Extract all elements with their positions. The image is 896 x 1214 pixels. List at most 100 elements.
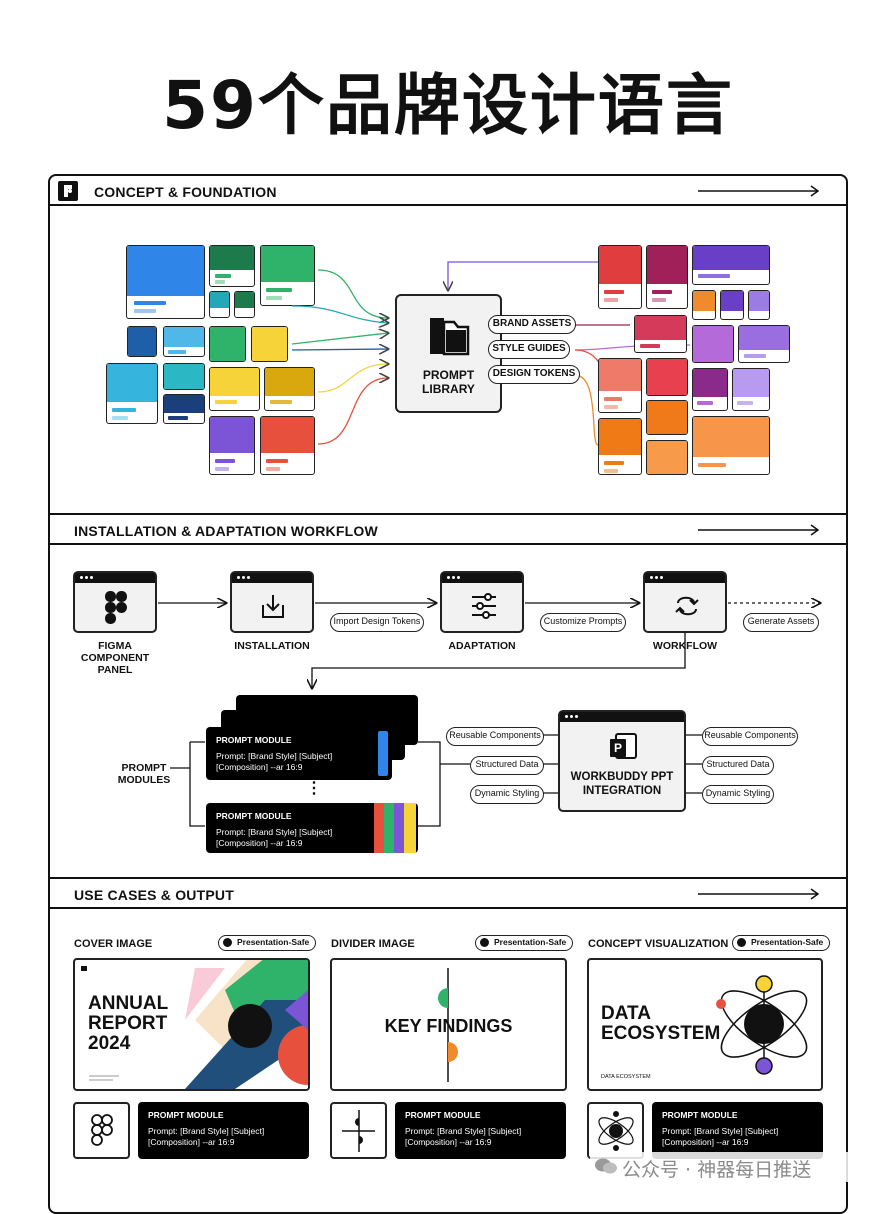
folder-icon [430, 318, 470, 356]
color-strip [378, 731, 388, 776]
integration-label: WORKBUDDY PPT INTEGRATION [570, 771, 674, 797]
module-title: PROMPT MODULE [148, 1110, 224, 1120]
section-header-concept: CONCEPT & FOUNDATION [50, 176, 846, 206]
module-body: Prompt: [Brand Style] [Subject] [Composi… [216, 827, 333, 848]
watermark: 公众号 · 神器每日推送 [590, 1152, 880, 1182]
section-header-workflow: INSTALLATION & ADAPTATION WORKFLOW [50, 515, 846, 545]
swatch-tile [720, 290, 744, 320]
usecase-label-divider: DIVIDER IMAGE [331, 938, 415, 950]
swatch-tile [732, 368, 770, 411]
cover-art [81, 960, 308, 1089]
swatch-tile [163, 326, 205, 357]
swatch-tile [163, 394, 205, 424]
swatch-tile [127, 326, 157, 357]
output-module-2: PROMPT MODULE Prompt: [Brand Style] [Sub… [395, 1102, 566, 1159]
installation-window [230, 571, 314, 633]
tag-style-guides: STYLE GUIDES [488, 340, 570, 359]
step-label-adaptation: ADAPTATION [448, 640, 516, 652]
swatch-tile [692, 290, 716, 320]
module-title: PROMPT MODULE [405, 1110, 481, 1120]
color-strip [384, 803, 394, 853]
swatch-tile [748, 290, 770, 320]
divider [50, 513, 846, 515]
swatch-tile [209, 416, 255, 475]
svg-text:P: P [614, 741, 622, 755]
swatch-tile [260, 245, 315, 306]
usecase-label-concept: CONCEPT VISUALIZATION [588, 938, 729, 950]
left-pill-reusable: Reusable Components [446, 727, 544, 746]
powerpoint-icon: P [610, 733, 637, 759]
color-strip [374, 803, 384, 853]
step-label-figma: FIGMA COMPONENT PANEL [80, 640, 150, 676]
section-title-concept: CONCEPT & FOUNDATION [94, 184, 277, 200]
module-title: PROMPT MODULE [216, 735, 292, 745]
edge-label-generate: Generate Assets [743, 613, 819, 632]
divider-image-card: KEY FINDINGS [330, 958, 567, 1091]
badge-presentation-safe: Presentation-Safe [732, 935, 831, 951]
atom-mini-icon [598, 1111, 634, 1151]
swatch-tile [738, 325, 790, 363]
output-module-1: PROMPT MODULE Prompt: [Brand Style] [Sub… [138, 1102, 309, 1159]
color-strip [404, 803, 416, 853]
atom-art [716, 975, 808, 1075]
sliders-icon [472, 593, 496, 619]
prompt-library-label: PROMPT LIBRARY [422, 368, 475, 396]
divider-art [438, 968, 458, 1082]
wechat-icon [595, 1158, 617, 1174]
module-title: PROMPT MODULE [662, 1110, 738, 1120]
badge-presentation-safe: Presentation-Safe [475, 935, 574, 951]
divider-thumb [330, 1102, 387, 1159]
edge-label-customize: Customize Prompts [540, 613, 626, 632]
output-module-3: PROMPT MODULE Prompt: [Brand Style] [Sub… [652, 1102, 823, 1159]
module-body: Prompt: [Brand Style] [Subject] [Composi… [216, 751, 333, 772]
swatch-tile [209, 245, 255, 287]
atom-thumb [587, 1102, 644, 1159]
arrow-right-icon [698, 524, 820, 536]
left-pill-dynamic: Dynamic Styling [470, 785, 544, 804]
figma-panel-window [73, 571, 157, 633]
module-card-front: PROMPT MODULE Prompt: [Brand Style] [Sub… [206, 727, 392, 780]
right-pill-dynamic: Dynamic Styling [702, 785, 774, 804]
step-label-installation: INSTALLATION [234, 640, 310, 652]
swatch-tile [598, 245, 642, 309]
left-pill-structured: Structured Data [470, 756, 544, 775]
badge-presentation-safe: Presentation-Safe [218, 935, 317, 951]
divider-mini-icon [342, 1110, 375, 1152]
swatch-tile [692, 245, 770, 285]
arrow-right-icon [698, 185, 820, 197]
swatch-tile [234, 291, 255, 318]
divider-headline: KEY FINDINGS [384, 1016, 513, 1036]
concept-image-card: DATA ECOSYSTEM DATA ECOSYSTEM [587, 958, 823, 1091]
swatch-tile [106, 363, 158, 424]
workbuddy-window: P WORKBUDDY PPT INTEGRATION [558, 710, 686, 812]
swatch-tile [209, 291, 230, 318]
swatch-tile [163, 363, 205, 390]
tag-design-tokens: DESIGN TOKENS [488, 365, 580, 384]
figma-outline-icon [91, 1114, 113, 1146]
swatch-tile [634, 315, 687, 353]
swatch-tile [646, 245, 688, 309]
swatch-tile [598, 358, 642, 413]
section-header-usecases: USE CASES & OUTPUT [50, 879, 846, 909]
usecase-label-cover: COVER IMAGE [74, 938, 153, 950]
prompt-modules-label: PROMPT MODULES [117, 762, 171, 786]
section-title-usecases: USE CASES & OUTPUT [74, 887, 234, 903]
figma-logo-icon [105, 591, 127, 624]
tag-brand-assets: BRAND ASSETS [488, 315, 576, 334]
swatch-tile [264, 367, 315, 411]
ellipsis: ⋮ [306, 780, 322, 797]
cover-headline: ANNUAL REPORT 2024 [88, 993, 168, 1054]
swatch-tile [646, 400, 688, 435]
workflow-window [643, 571, 727, 633]
edge-label-import: Import Design Tokens [330, 613, 424, 632]
figma-icon [58, 181, 78, 201]
swatch-tile [646, 358, 688, 396]
concept-small-caption: DATA ECOSYSTEM [601, 1074, 651, 1080]
swatch-tile [209, 326, 246, 362]
concept-headline: DATA ECOSYSTEM [601, 1003, 721, 1044]
module-body: Prompt: [Brand Style] [Subject] [Composi… [662, 1126, 779, 1147]
sync-icon [675, 596, 699, 616]
workflow-connectors [158, 0, 896, 827]
swatch-tile [251, 326, 288, 362]
swatch-tile [692, 325, 734, 363]
